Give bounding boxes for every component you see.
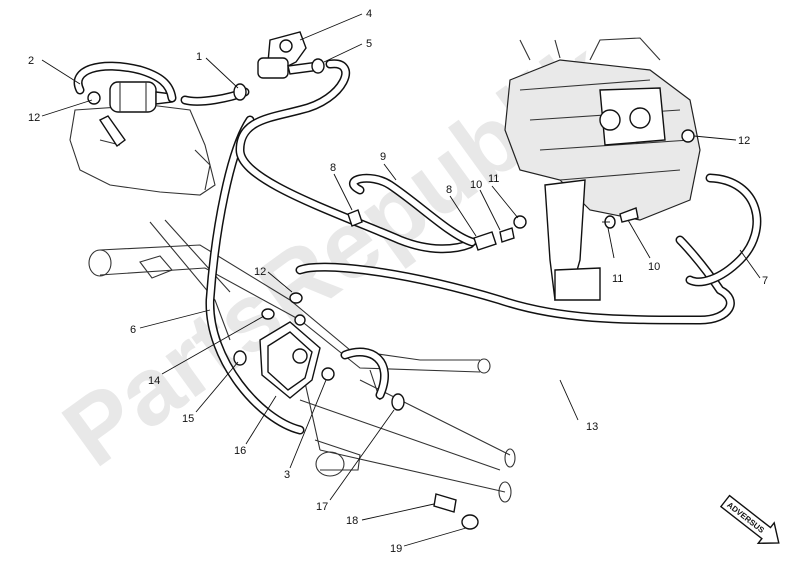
callout-14: 14 bbox=[148, 375, 160, 387]
direction-arrow-icon bbox=[719, 494, 780, 545]
fuel-hoses bbox=[73, 59, 762, 435]
callout-10-upper: 10 bbox=[470, 179, 482, 191]
callout-13: 13 bbox=[586, 421, 598, 433]
callout-2: 2 bbox=[28, 55, 34, 67]
callout-5: 5 bbox=[366, 38, 372, 50]
callout-12-filter: 12 bbox=[28, 112, 40, 124]
callout-10-lower: 10 bbox=[648, 261, 660, 273]
callout-9: 9 bbox=[380, 151, 386, 163]
callout-17: 17 bbox=[316, 501, 328, 513]
callout-11-lower: 11 bbox=[612, 273, 623, 285]
callout-16: 16 bbox=[234, 445, 246, 457]
callout-8-left: 8 bbox=[330, 162, 336, 174]
fuel-pump bbox=[259, 314, 321, 399]
fuel-filter bbox=[87, 81, 173, 148]
leader-lines bbox=[41, 13, 761, 547]
callout-8-right: 8 bbox=[446, 184, 452, 196]
fuel-tank bbox=[69, 104, 216, 196]
callout-19: 19 bbox=[390, 543, 402, 555]
fuel-tap bbox=[257, 31, 321, 79]
callout-3: 3 bbox=[284, 469, 290, 481]
callout-1: 1 bbox=[196, 51, 202, 63]
callouts: 2 12 1 4 5 6 7 8 9 8 10 11 12 12 11 10 1… bbox=[28, 8, 768, 555]
callout-11-upper: 11 bbox=[488, 173, 499, 185]
callout-15: 15 bbox=[182, 413, 194, 425]
carburetors bbox=[504, 37, 701, 301]
callout-12-pump: 12 bbox=[254, 266, 266, 278]
callout-6: 6 bbox=[130, 324, 136, 336]
callout-4: 4 bbox=[366, 8, 372, 20]
callout-7: 7 bbox=[762, 275, 768, 287]
direction-arrow: ADVERSUS bbox=[719, 494, 780, 545]
direction-label: ADVERSUS bbox=[725, 500, 766, 535]
callout-12-carb: 12 bbox=[738, 135, 750, 147]
callout-18: 18 bbox=[346, 515, 358, 527]
fittings bbox=[233, 58, 639, 530]
